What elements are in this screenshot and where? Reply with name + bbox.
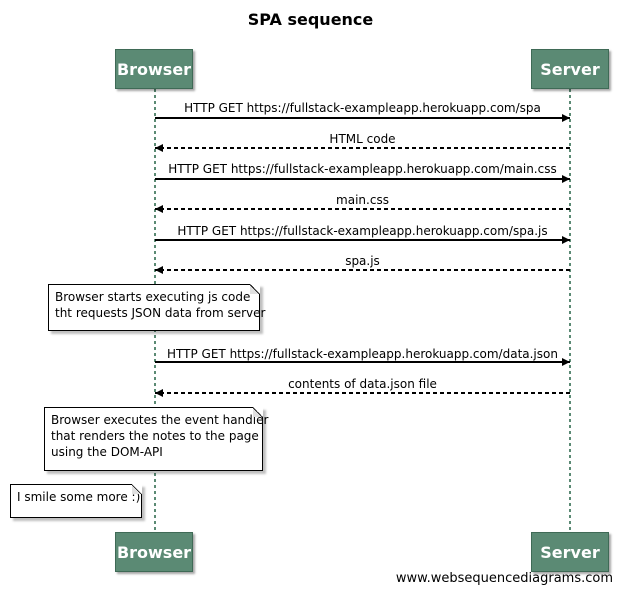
- note-js-execution: Browser starts executing js code tht req…: [48, 284, 265, 331]
- message-label: main.css: [336, 193, 389, 207]
- note-smile: I smile some more :): [10, 484, 142, 518]
- message-label: HTTP GET https://fullstack-exampleapp.he…: [167, 347, 558, 361]
- watermark: www.websequencediagrams.com: [395, 571, 613, 586]
- message-label: HTTP GET https://fullstack-exampleapp.he…: [177, 224, 548, 238]
- actor-server-bottom: Server: [531, 532, 609, 572]
- actor-browser-bottom: Browser: [115, 532, 193, 572]
- actor-server-top: Server: [531, 49, 609, 89]
- message-label: contents of data.json file: [288, 377, 437, 391]
- message-label: HTML code: [329, 132, 396, 146]
- diagram-title: SPA sequence: [247, 10, 374, 29]
- note-event-handler: Browser executes the event handler that …: [44, 407, 268, 471]
- message-label: HTTP GET https://fullstack-exampleapp.he…: [184, 101, 541, 115]
- message-label: HTTP GET https://fullstack-exampleapp.he…: [168, 162, 557, 176]
- message-label: spa.js: [345, 254, 380, 268]
- actor-browser-top: Browser: [115, 49, 193, 89]
